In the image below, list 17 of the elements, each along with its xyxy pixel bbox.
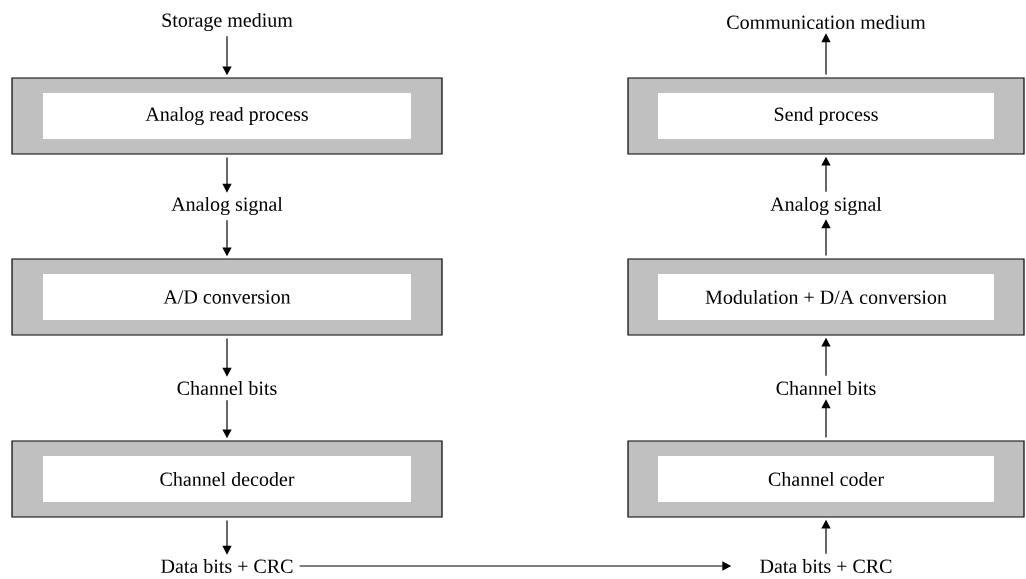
signal-label: Storage medium: [162, 12, 293, 32]
process-box: Channel decoder: [11, 440, 443, 518]
arrow: [821, 33, 831, 75]
signal-label: Data bits + CRC: [760, 558, 892, 574]
signal-label: Communication medium: [727, 14, 926, 29]
arrow: [821, 399, 831, 438]
process-box: Modulation + D/A conversion: [627, 258, 1025, 336]
process-box: A/D conversion: [11, 258, 443, 336]
process-box: Analog read process: [11, 77, 443, 155]
signal-label: Data bits + CRC: [161, 558, 293, 574]
signal-label: Channel bits: [177, 380, 277, 396]
signal-label: Channel bits: [776, 380, 876, 396]
signal-label: Analog signal: [171, 196, 283, 216]
signal-label: Analog signal: [770, 196, 882, 216]
process-box: Channel coder: [627, 440, 1025, 518]
process-box: Send process: [627, 77, 1025, 155]
arrow: [222, 338, 232, 377]
